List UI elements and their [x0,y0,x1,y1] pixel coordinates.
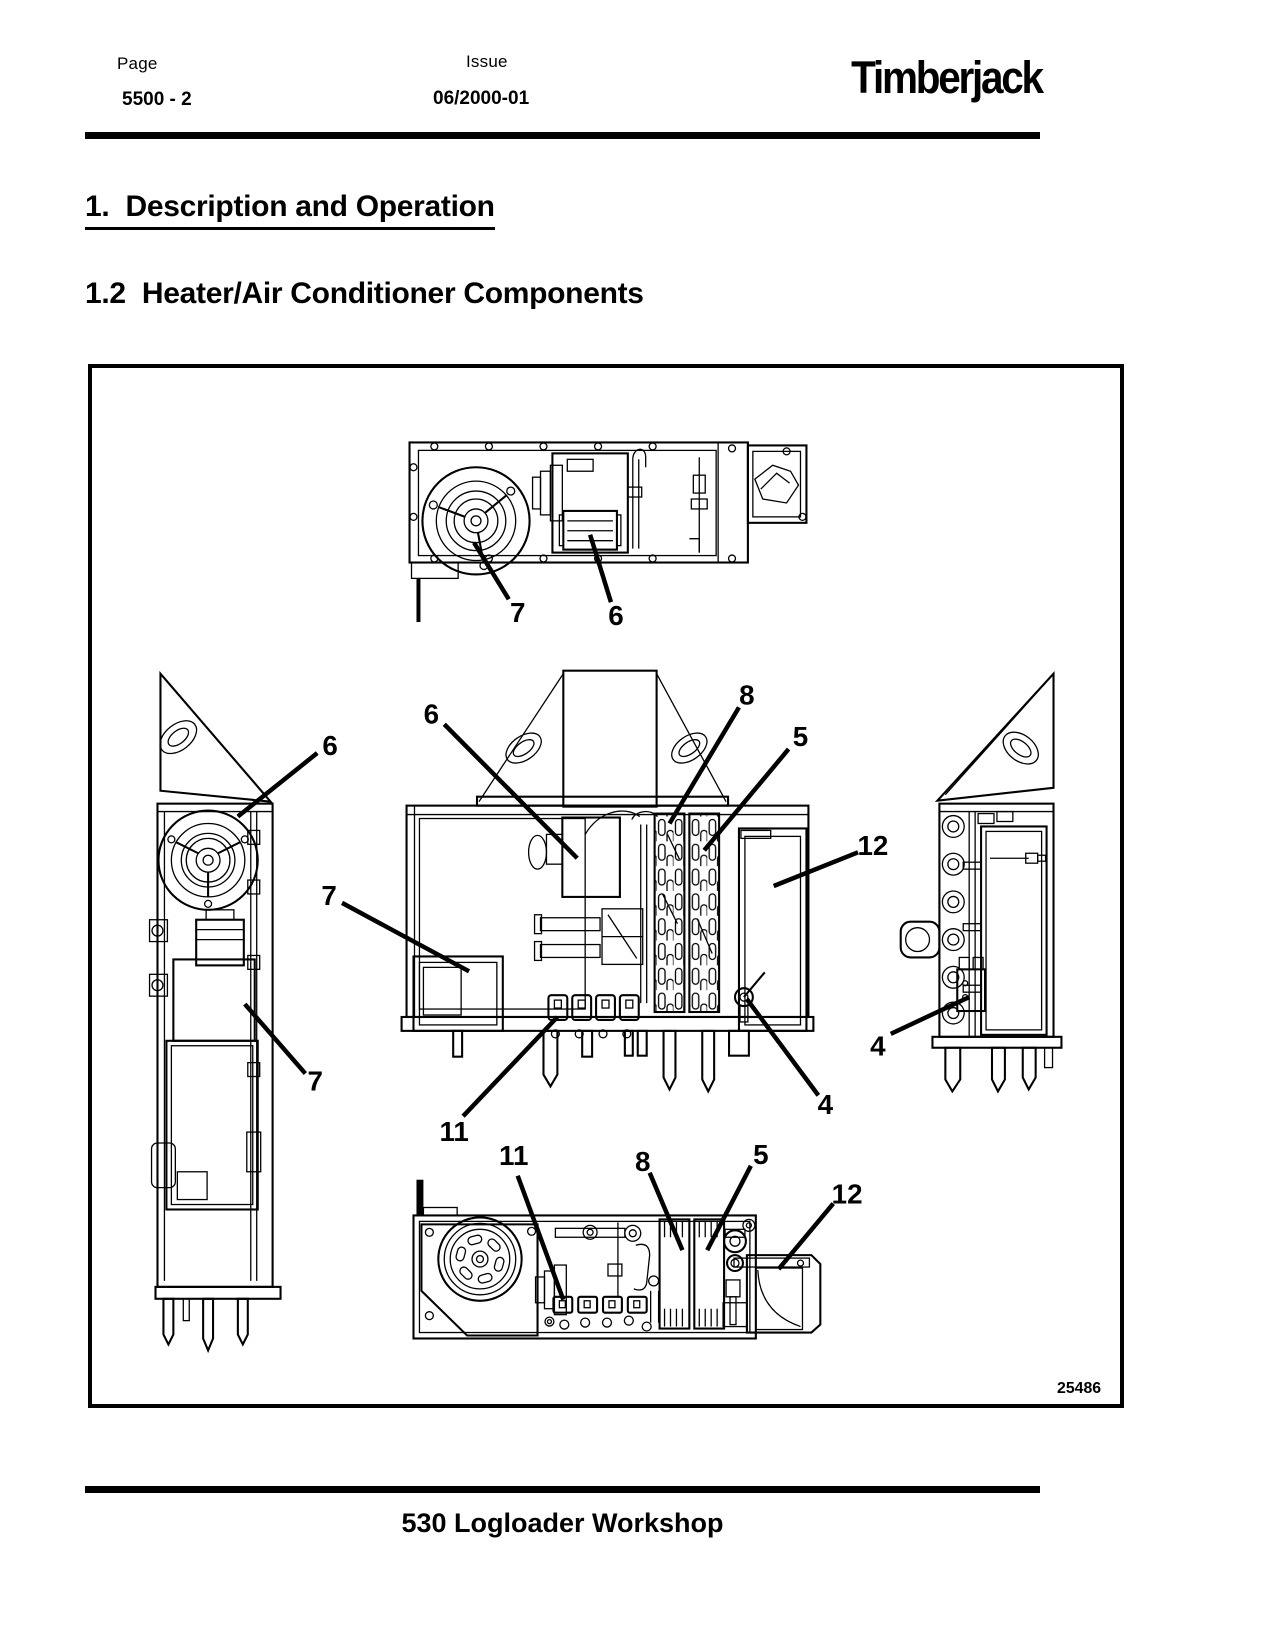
left-side-view [148,670,282,1354]
callout-front-11: 11 [440,1116,469,1147]
callout-bottom-11: 11 [499,1140,528,1171]
section-heading: 1. Description and Operation [85,190,495,230]
header-rule [85,132,1040,139]
figure-frame: 7 6 6 7 6 8 5 12 7 11 4 4 11 8 5 12 2548… [88,364,1124,1408]
callout-front-8: 8 [739,679,754,710]
callout-left-6: 6 [322,730,337,761]
bottom-view [412,1179,822,1340]
callout-front-6: 6 [424,698,439,729]
top-view [408,441,808,623]
page-label: Page [117,54,158,73]
brand-logo: Timberjack [851,52,1044,103]
callout-leader-lines [236,534,971,1301]
component-diagram: 7 6 6 7 6 8 5 12 7 11 4 4 11 8 5 12 2548… [148,441,1101,1397]
footer-title: 530 Logloader Workshop [401,1508,724,1538]
footer: 530 Logloader Workshop [85,1508,1040,1539]
figure-number: 25486 [1057,1380,1101,1397]
callout-front-12: 12 [857,830,888,861]
callout-front-4: 4 [818,1089,834,1120]
issue-label: Issue [466,52,508,71]
callout-front-5: 5 [793,721,808,752]
callout-bottom-12: 12 [832,1179,863,1210]
subsection-heading: 1.2 Heater/Air Conditioner Components [85,277,644,310]
callout-bottom-5: 5 [753,1139,768,1170]
footer-rule [85,1486,1040,1493]
front-view [400,669,815,1094]
issue-value: 06/2000-01 [433,88,530,109]
callout-bottom-8: 8 [635,1146,650,1177]
right-side-view [899,670,1063,1094]
callout-top-6: 6 [608,600,623,631]
callout-right-4: 4 [870,1031,886,1062]
page-number: 5500 - 2 [122,89,192,110]
callout-labels: 7 6 6 7 6 8 5 12 7 11 4 4 11 8 5 12 [308,597,889,1209]
callout-top-7: 7 [510,597,525,628]
callout-left-7: 7 [308,1065,323,1096]
callout-front-7: 7 [321,880,336,911]
